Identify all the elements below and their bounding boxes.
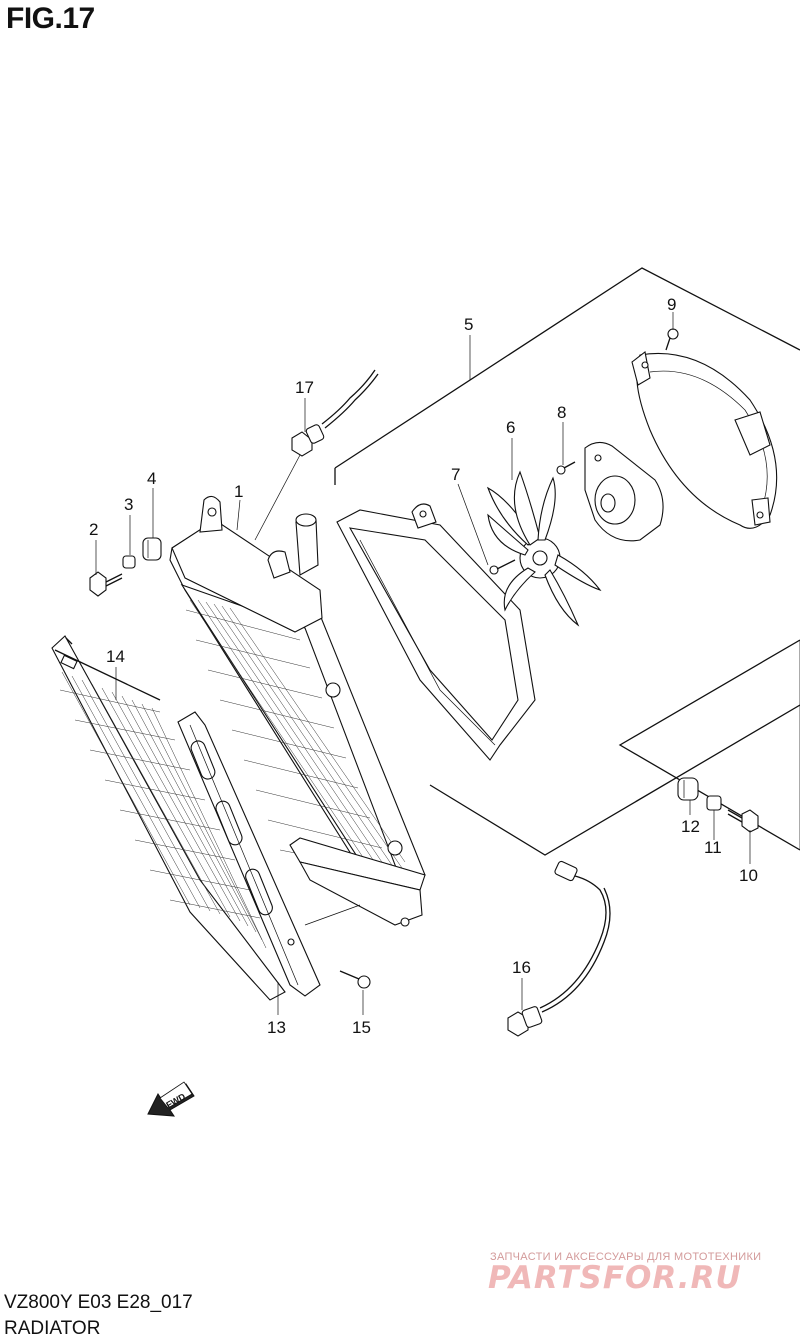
callout-2: 2 [89, 520, 98, 539]
watermark-tagline: ЗАПЧАСТИ И АКСЕССУАРЫ ДЛЯ МОТОТЕХНИКИ [490, 1251, 762, 1263]
callout-5: 5 [464, 315, 473, 334]
figure-name: RADIATOR [4, 1318, 101, 1339]
callout-10: 10 [739, 866, 758, 885]
callout-1: 1 [234, 482, 243, 501]
fan-thermo-switch [507, 860, 611, 1037]
callout-17: 17 [295, 378, 314, 397]
callout-6: 6 [506, 418, 515, 437]
fan-guard-ring [631, 351, 778, 529]
callout-3: 3 [124, 495, 133, 514]
forward-arrow-icon: FWD [147, 1081, 195, 1117]
side-bracket-plate [177, 711, 321, 997]
callout-14: 14 [106, 647, 125, 666]
grille-screw [339, 970, 371, 989]
callout-12: 12 [681, 817, 700, 836]
cooling-fan-blade [486, 470, 602, 627]
fan-shroud [336, 503, 536, 761]
callout-16: 16 [512, 958, 531, 977]
callout-8: 8 [557, 403, 566, 422]
callout-9: 9 [667, 295, 676, 314]
lower-grommet [677, 777, 699, 801]
radiator-guard-grille [51, 635, 286, 1001]
callout-labels: 1 2 3 4 5 6 7 8 9 10 11 12 13 14 15 16 1… [89, 295, 758, 1037]
lower-bolt [727, 809, 759, 833]
leader-lines [95, 312, 751, 1015]
model-code: VZ800Y E03 E28_017 [4, 1292, 193, 1313]
callout-4: 4 [147, 469, 156, 488]
lower-collar [706, 795, 722, 811]
callout-7: 7 [451, 465, 460, 484]
radiator-core [169, 495, 426, 927]
mount-bolt [89, 571, 123, 597]
mount-grommet [142, 537, 162, 561]
thermo-switch [291, 369, 379, 457]
callout-11: 11 [704, 838, 722, 857]
motor-screw [556, 461, 576, 475]
figure-title: FIG.17 [6, 2, 95, 35]
guard-screw [665, 328, 679, 351]
watermark-brand-logo: PARTSFOR.RU [488, 1260, 742, 1296]
fan-screw [489, 559, 516, 575]
callout-13: 13 [267, 1018, 286, 1037]
callout-15: 15 [352, 1018, 371, 1037]
fan-motor [584, 441, 664, 542]
fan-assembly-outline [334, 267, 800, 856]
mount-collar [122, 555, 136, 569]
